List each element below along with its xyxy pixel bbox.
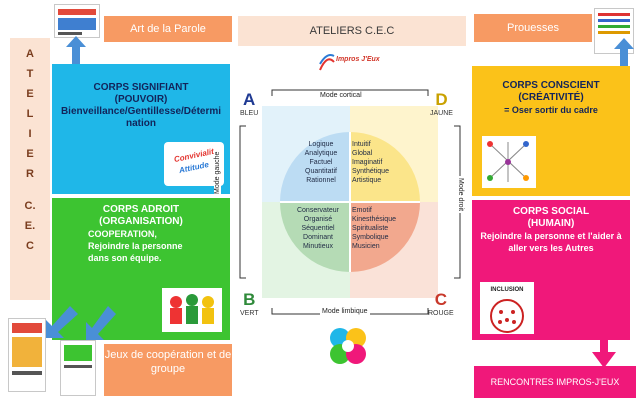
side-letter: C [26,240,34,252]
letter-c: C [434,290,447,309]
trait: Intuitif [352,141,371,148]
letter-d: D [435,90,448,109]
side-letter: E [26,148,34,160]
panel-body: = Oser sortir du cadre [504,105,598,115]
color-name: BLEU [240,110,259,117]
panel-subtitle: (HUMAIN) [527,218,575,229]
quadrant-yellow-traits: Intuitif Global Imaginatif Synthétique A… [352,140,408,185]
letter-a: A [243,90,256,109]
inclusion-circle-icon [490,299,524,333]
letter-b: B [243,290,256,309]
quadrant-blue-traits: Logique Analytique Factuel Quantitatif R… [294,140,348,185]
panel-line: Rejoindre la personne [88,241,183,251]
trait: Séquentiel [301,225,335,232]
side-letter: E [26,88,34,100]
atelier-cec-side-label: A T E L I E R C. E. C [10,38,50,300]
trait: Organisé [303,216,333,223]
panel-body: Bienveillance/Gentillesse/Détermination [60,106,222,129]
jeux-cooperation-box: Jeux de coopération et de groupe [104,344,232,396]
mode-limbique-label: Mode limbique [320,308,370,315]
arrow-down-icon [592,310,616,368]
arrow-down-left-icon [86,306,116,340]
impros-logo: Impros J'Eux [318,50,380,74]
panel-title: CORPS CONSCIENT [502,80,600,91]
trait: Symbolique [352,234,389,241]
side-letter: R [26,168,34,180]
book-thumbnail [8,318,46,392]
arrow-up-icon [66,36,86,66]
trait: Kinesthésique [352,216,396,223]
inclusion-label: INCLUSION [490,287,524,293]
mode-gauche-label: Mode gauche [214,149,221,196]
trait: Spiritualiste [352,225,389,232]
color-name: ROUGE [428,310,454,317]
book-thumbnail [60,340,96,396]
network-dots-icon [482,136,536,188]
trait: Conservateur [296,207,340,214]
arrow-up-icon [614,38,634,66]
quadrant-red-traits: Emotif Kinesthésique Spiritualiste Symbo… [352,206,412,251]
panel-corps-conscient: CORPS CONSCIENT (CRÉATIVITÉ) = Oser sort… [472,66,630,196]
side-letter: C. [24,200,36,212]
poster-thumbnail [594,8,634,54]
color-name: JAUNE [430,110,453,117]
panel-subtitle: (CRÉATIVITÉ) [518,92,584,103]
quadrant-a-label: A BLEU [240,90,258,117]
panel-corps-signifiant: CORPS SIGNIFIANT (POUVOIR) Bienveillance… [52,64,230,194]
herrmann-brain-diagram [239,89,461,315]
mode-cortical-label: Mode cortical [318,92,364,99]
header-art-de-la-parole: Art de la Parole [104,16,232,42]
panel-body: Rejoindre la personne et l'aider à aller… [480,231,622,253]
panel-subtitle: (POUVOIR) [114,94,168,105]
panel-title: CORPS SOCIAL [512,206,590,217]
arrow-down-left-icon [46,306,78,338]
quadrant-b-label: B VERT [240,290,259,317]
trait: Minutieux [303,243,333,250]
trait: Global [352,150,373,157]
flower-logo-icon [330,328,366,364]
header-prouesses: Prouesses [474,14,592,42]
logo-swirl-icon [319,54,335,71]
panel-subtitle: (ORGANISATION) [99,216,183,227]
panel-corps-adroit: CORPS ADROIT (ORGANISATION) COOPERATION,… [52,198,230,340]
trait: Emotif [352,207,372,214]
trait: Rationnel [306,177,336,184]
trait: Analytique [304,150,338,157]
trait: Imaginatif [352,159,383,166]
quadrant-c-label: C ROUGE [428,290,454,317]
color-name: VERT [240,310,259,317]
rencontres-impros-box: RENCONTRES IMPROS-J'EUX [474,366,636,398]
book-cover-thumbnail [54,4,100,38]
trait: Artistique [352,177,382,184]
side-letter: I [28,128,32,140]
mode-droit-label: Mode droit [457,176,464,214]
trait: Factuel [309,159,333,166]
panel-title: CORPS ADROIT [102,204,180,215]
inclusion-image: INCLUSION [480,282,534,334]
side-letter: A [26,48,34,60]
trait: Logique [308,141,334,148]
side-letter: T [26,68,34,80]
panel-line: COOPERATION, [88,229,157,239]
logo-text: Impros J'Eux [336,56,380,63]
trait: Synthétique [352,168,389,175]
panel-line: dans son équipe. [88,253,162,263]
side-letter: E. [24,220,36,232]
trait: Dominant [303,234,333,241]
quadrant-d-label: D JAUNE [430,90,453,117]
puzzle-people-icon [162,288,222,332]
header-ateliers-cec: ATELIERS C.E.C [238,16,466,46]
trait: Musicien [352,243,380,250]
side-letter: L [26,108,34,120]
panel-title: CORPS SIGNIFIANT [93,82,189,93]
quadrant-green-traits: Conservateur Organisé Séquentiel Dominan… [288,206,348,251]
trait: Quantitatif [305,168,337,175]
